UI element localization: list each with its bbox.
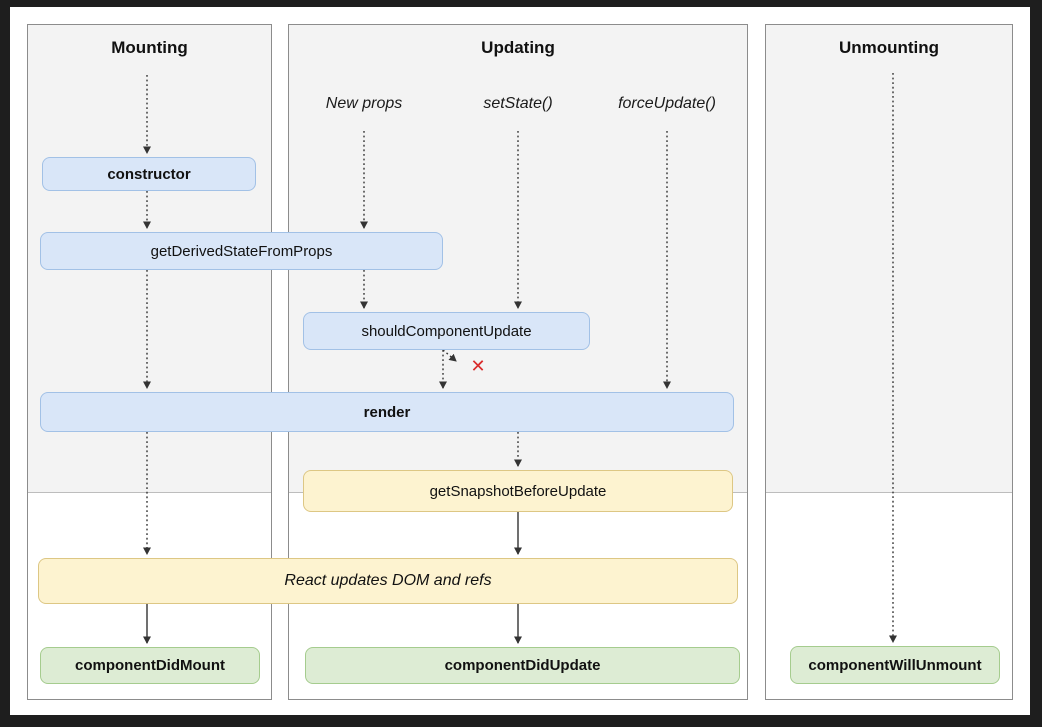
- node-render-label: render: [363, 403, 411, 421]
- node-get-snapshot-before-update[interactable]: getSnapshotBeforeUpdate: [303, 470, 733, 512]
- node-constructor[interactable]: constructor: [42, 157, 256, 191]
- trigger-set-state: setState(): [483, 95, 553, 112]
- node-get-derived-state-from-props-label: getDerivedStateFromProps: [150, 242, 333, 260]
- node-component-did-update-label: componentDidUpdate: [444, 657, 601, 674]
- column-title-updating: Updating: [481, 38, 555, 57]
- column-title-unmounting: Unmounting: [838, 38, 940, 57]
- node-react-updates-dom-label: React updates DOM and refs: [284, 572, 492, 589]
- node-component-did-update[interactable]: componentDidUpdate: [305, 647, 740, 684]
- render-phase-area-unmounting: [766, 25, 1012, 493]
- node-component-did-mount[interactable]: componentDidMount: [40, 647, 260, 684]
- node-component-did-mount-label: componentDidMount: [75, 657, 225, 674]
- node-get-snapshot-before-update-label: getSnapshotBeforeUpdate: [429, 482, 607, 500]
- node-component-will-unmount-label: componentWillUnmount: [808, 656, 982, 674]
- node-component-will-unmount[interactable]: componentWillUnmount: [790, 646, 1000, 684]
- react-lifecycle-diagram: Mounting Updating Unmounting New props s…: [10, 7, 1030, 715]
- no-update-x-icon: ✕: [470, 356, 486, 376]
- column-title-mounting: Mounting: [111, 38, 188, 57]
- trigger-new-props: New props: [325, 95, 403, 112]
- node-constructor-label: constructor: [107, 165, 191, 183]
- node-react-updates-dom: React updates DOM and refs: [38, 558, 738, 604]
- node-should-component-update[interactable]: shouldComponentUpdate: [303, 312, 590, 350]
- node-get-derived-state-from-props[interactable]: getDerivedStateFromProps: [40, 232, 443, 270]
- trigger-force-update: forceUpdate(): [618, 95, 716, 112]
- node-render[interactable]: render: [40, 392, 734, 432]
- node-should-component-update-label: shouldComponentUpdate: [361, 322, 532, 340]
- panel-unmounting: Unmounting: [765, 24, 1013, 700]
